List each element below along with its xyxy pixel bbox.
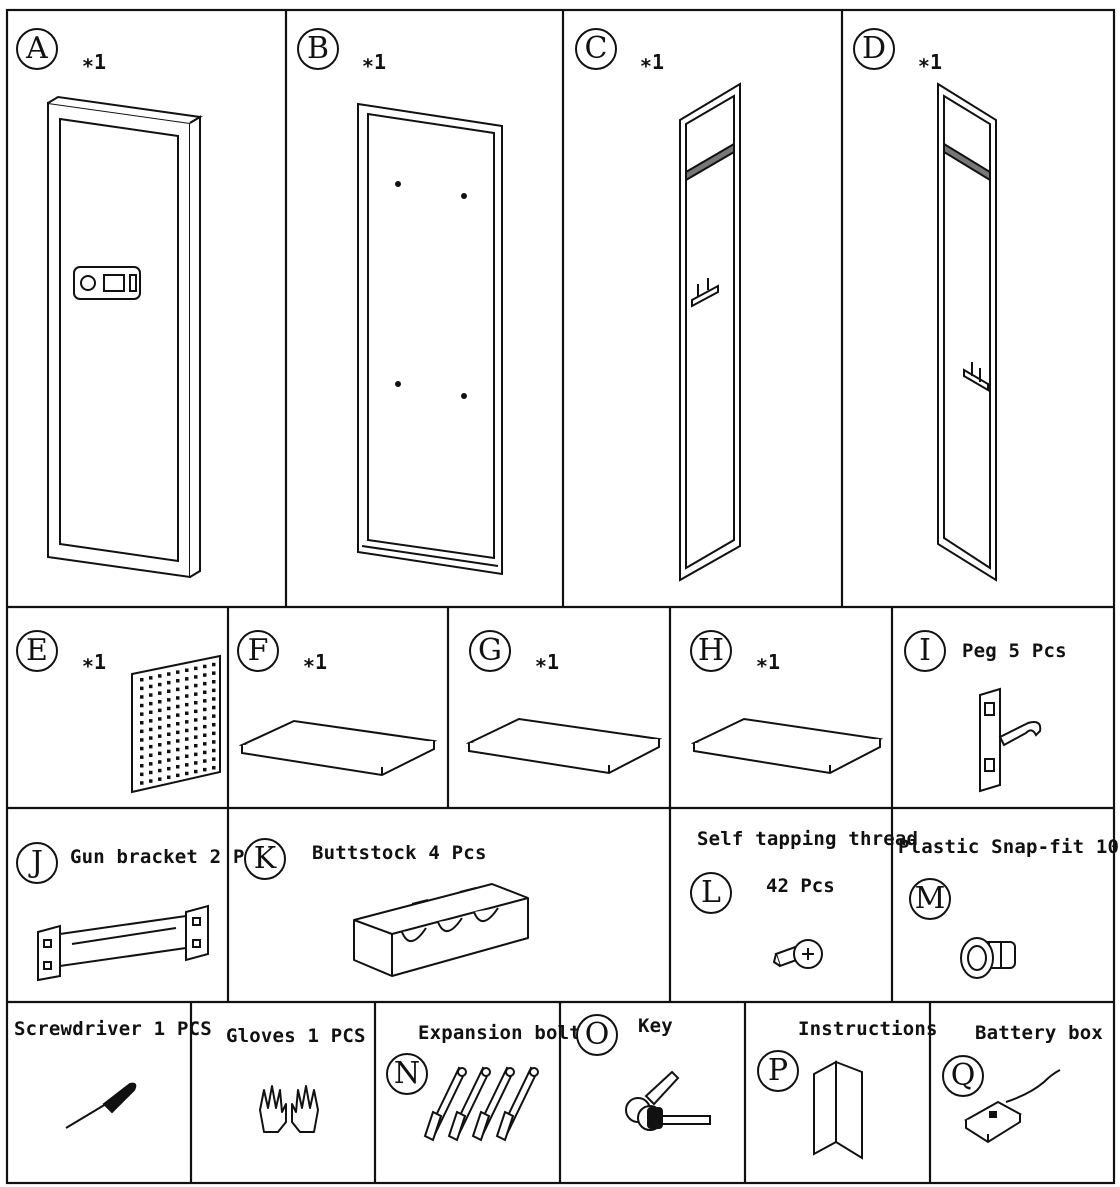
part-k-label: Buttstock 4 Pcs — [312, 842, 487, 864]
part-q-label: Battery box — [975, 1022, 1104, 1044]
part-a-quantity: ∗1 — [82, 50, 107, 74]
part-m-label: Plastic Snap-fit 10 Pcs — [898, 836, 1120, 858]
peg-illustration — [970, 685, 1050, 795]
shelf-h-illustration — [690, 715, 890, 775]
part-o-letter: O — [576, 1014, 618, 1056]
left-side-panel-illustration — [674, 80, 754, 585]
back-panel-illustration — [352, 100, 512, 580]
right-side-panel-illustration — [930, 80, 1010, 585]
gloves-label: Gloves 1 PCS — [226, 1025, 366, 1047]
pegboard-illustration — [128, 652, 228, 797]
part-f-quantity: ∗1 — [303, 650, 328, 674]
gun-bracket-illustration — [36, 904, 216, 984]
buttstock-holder-illustration — [352, 880, 532, 980]
screwdriver-label: Screwdriver 1 PCS — [14, 1018, 212, 1040]
part-j-label: Gun bracket 2 Pcs — [70, 846, 268, 868]
screw-illustration — [772, 928, 832, 984]
part-l-letter: L — [690, 872, 732, 914]
battery-box-illustration — [960, 1064, 1070, 1144]
screwdriver-illustration — [62, 1078, 142, 1134]
part-d-letter: D — [853, 28, 895, 70]
part-n-letter: N — [386, 1053, 428, 1095]
part-c-letter: C — [575, 28, 617, 70]
shelf-f-illustration — [238, 715, 438, 775]
instructions-booklet-illustration — [810, 1058, 870, 1160]
part-d-quantity: ∗1 — [918, 50, 943, 74]
part-h-quantity: ∗1 — [756, 650, 781, 674]
part-l-label: Self tapping thread — [697, 828, 919, 850]
part-j-letter: J — [16, 842, 58, 884]
part-g-letter: G — [469, 630, 511, 672]
part-p-label: Instructions — [798, 1018, 938, 1040]
part-h-letter: H — [690, 630, 732, 672]
part-q-letter: Q — [942, 1055, 984, 1097]
snap-fit-illustration — [955, 930, 1025, 984]
part-k-letter: K — [244, 838, 286, 880]
part-o-label: Key — [638, 1015, 673, 1037]
part-p-letter: P — [757, 1050, 799, 1092]
part-n-label: Expansion bolt — [418, 1022, 581, 1044]
part-e-quantity: ∗1 — [82, 650, 107, 674]
shelf-g-illustration — [465, 715, 665, 775]
part-i-letter: I — [904, 630, 946, 672]
keys-illustration — [620, 1068, 720, 1140]
part-m-letter: M — [909, 878, 951, 920]
gloves-illustration — [254, 1080, 324, 1136]
part-b-quantity: ∗1 — [362, 50, 387, 74]
part-b-letter: B — [297, 28, 339, 70]
part-f-letter: F — [237, 630, 279, 672]
part-c-quantity: ∗1 — [640, 50, 665, 74]
part-e-letter: E — [16, 630, 58, 672]
expansion-bolts-illustration — [415, 1064, 545, 1146]
safe-door-illustration — [40, 95, 210, 585]
part-g-quantity: ∗1 — [535, 650, 560, 674]
part-l-quantity: 42 Pcs — [766, 875, 835, 897]
part-a-letter: A — [16, 28, 58, 70]
part-i-label: Peg 5 Pcs — [962, 640, 1067, 662]
